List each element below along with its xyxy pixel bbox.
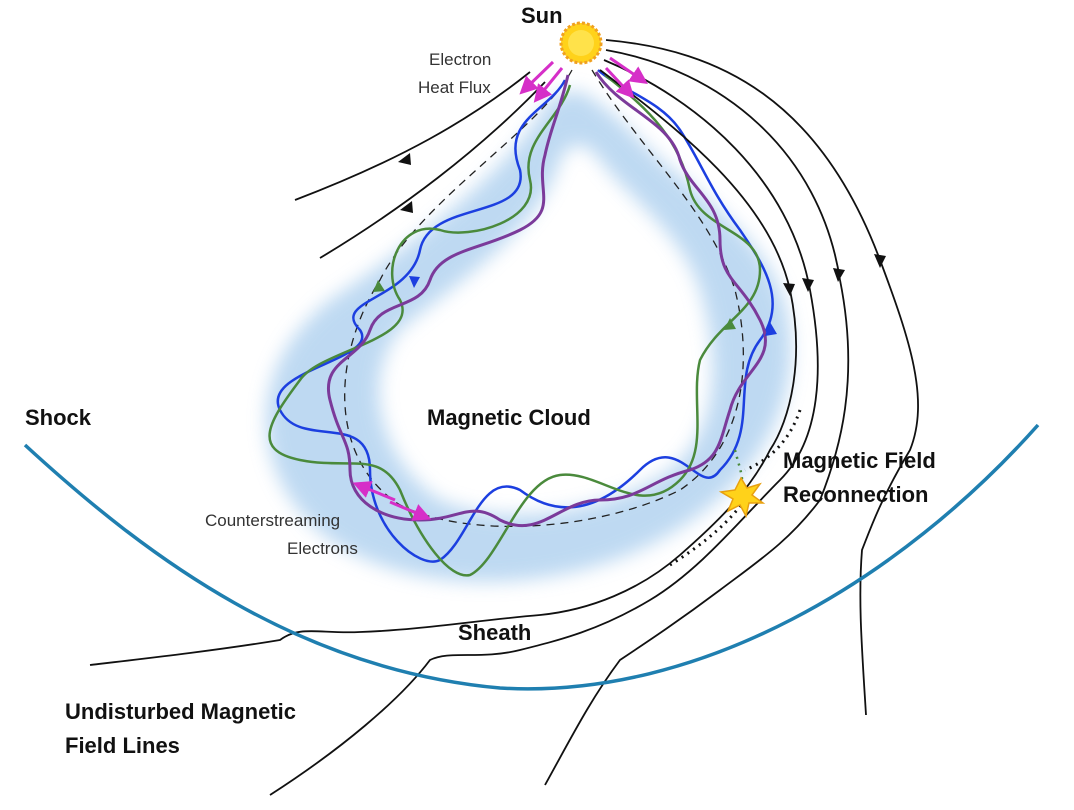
purple-helical-field-line	[326, 71, 767, 527]
reconnection-label-2: Reconnection	[783, 482, 929, 507]
field-line-right-4	[89, 69, 797, 666]
field-line-arrow-left-1	[398, 153, 411, 165]
magnetic-cloud-band	[266, 90, 792, 582]
blue-direction-arrow-2	[765, 322, 777, 336]
green-direction-arrow-1	[373, 280, 385, 292]
sun-label: Sun	[521, 3, 563, 28]
heat-flux-arrow-3	[609, 56, 648, 85]
field-line-arrow-right-1	[874, 254, 886, 268]
green-helical-field-line	[268, 74, 762, 577]
counterstreaming-arrow-a	[352, 481, 396, 502]
counterstreaming-label-2: Electrons	[287, 539, 358, 558]
electron-heat-flux-label-2: Heat Flux	[418, 78, 491, 97]
shock-front	[23, 423, 1040, 691]
field-line-arrow-right-2	[833, 268, 845, 282]
field-line-arrow-right-4	[783, 283, 795, 296]
sun-icon	[559, 21, 603, 65]
field-line-arrow-left-2	[400, 201, 413, 213]
counterstreaming-arrow-b	[389, 500, 432, 521]
undisturbed-label-2: Field Lines	[65, 733, 180, 758]
field-line-right-3	[269, 59, 819, 796]
heat-flux-arrow-4	[604, 66, 635, 99]
magnetic-cloud-label: Magnetic Cloud	[427, 405, 591, 430]
reconnection-dotted-line-1	[744, 409, 802, 472]
undisturbed-label-1: Undisturbed Magnetic	[65, 699, 297, 724]
reconnection-label-1: Magnetic Field	[783, 448, 936, 473]
heat-flux-arrow-2	[533, 67, 564, 103]
field-line-right-1	[605, 39, 919, 716]
electron-heat-flux-label-1: Electron	[429, 50, 492, 69]
heat-flux-arrow-1	[519, 60, 555, 95]
sheath-label: Sheath	[458, 620, 532, 645]
blue-helical-field-line	[276, 69, 774, 563]
field-line-left-1	[294, 71, 531, 201]
green-direction-arrow-2	[724, 318, 736, 330]
counterstreaming-label-1: Counterstreaming	[205, 511, 341, 530]
reconnection-burst-icon	[718, 476, 766, 519]
field-line-right-2	[544, 49, 850, 786]
field-line-arrow-right-3	[802, 278, 814, 292]
field-line-left-2	[319, 81, 546, 259]
blue-direction-arrow-1	[409, 276, 420, 288]
shock-label: Shock	[25, 405, 92, 430]
